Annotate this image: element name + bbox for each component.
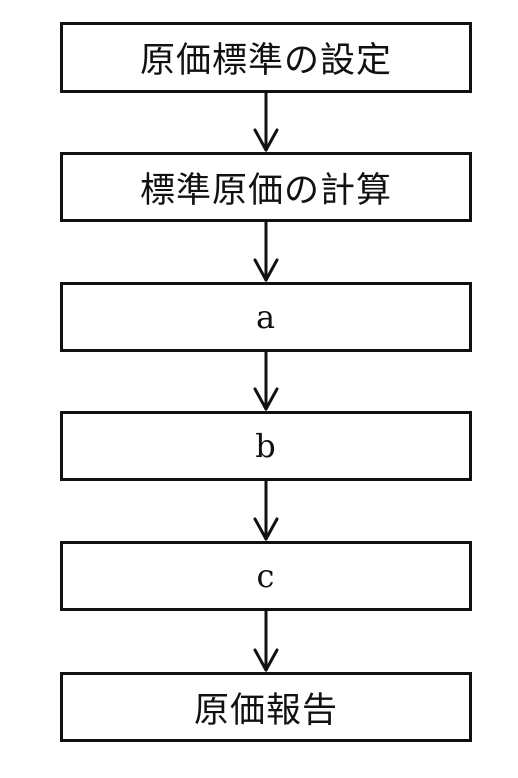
step-box-4: b (60, 411, 472, 481)
step-label-6: 原価報告 (193, 690, 338, 731)
step-box-3: a (60, 282, 472, 352)
arrow-5-to-6 (253, 609, 279, 672)
step-label-2: 標準原価の計算 (139, 170, 392, 211)
arrow-head (253, 517, 279, 541)
arrow-head (253, 648, 279, 672)
step-box-5: c (60, 541, 472, 611)
step-label-5: c (256, 557, 276, 595)
step-label-4: b (255, 427, 277, 465)
step-label-1: 原価標準の設定 (139, 41, 392, 81)
step-box-2: 標準原価の計算 (60, 152, 472, 222)
arrow-1-to-2 (253, 91, 279, 152)
arrow-2-to-3 (253, 220, 279, 282)
arrow-head (253, 387, 279, 411)
arrow-3-to-4 (253, 350, 279, 411)
arrow-head (253, 258, 279, 282)
step-box-6: 原価報告 (60, 672, 472, 742)
arrow-head (253, 128, 279, 152)
step-label-3: a (255, 298, 277, 336)
step-box-1: 原価標準の設定 (60, 22, 472, 93)
arrow-4-to-5 (253, 479, 279, 541)
